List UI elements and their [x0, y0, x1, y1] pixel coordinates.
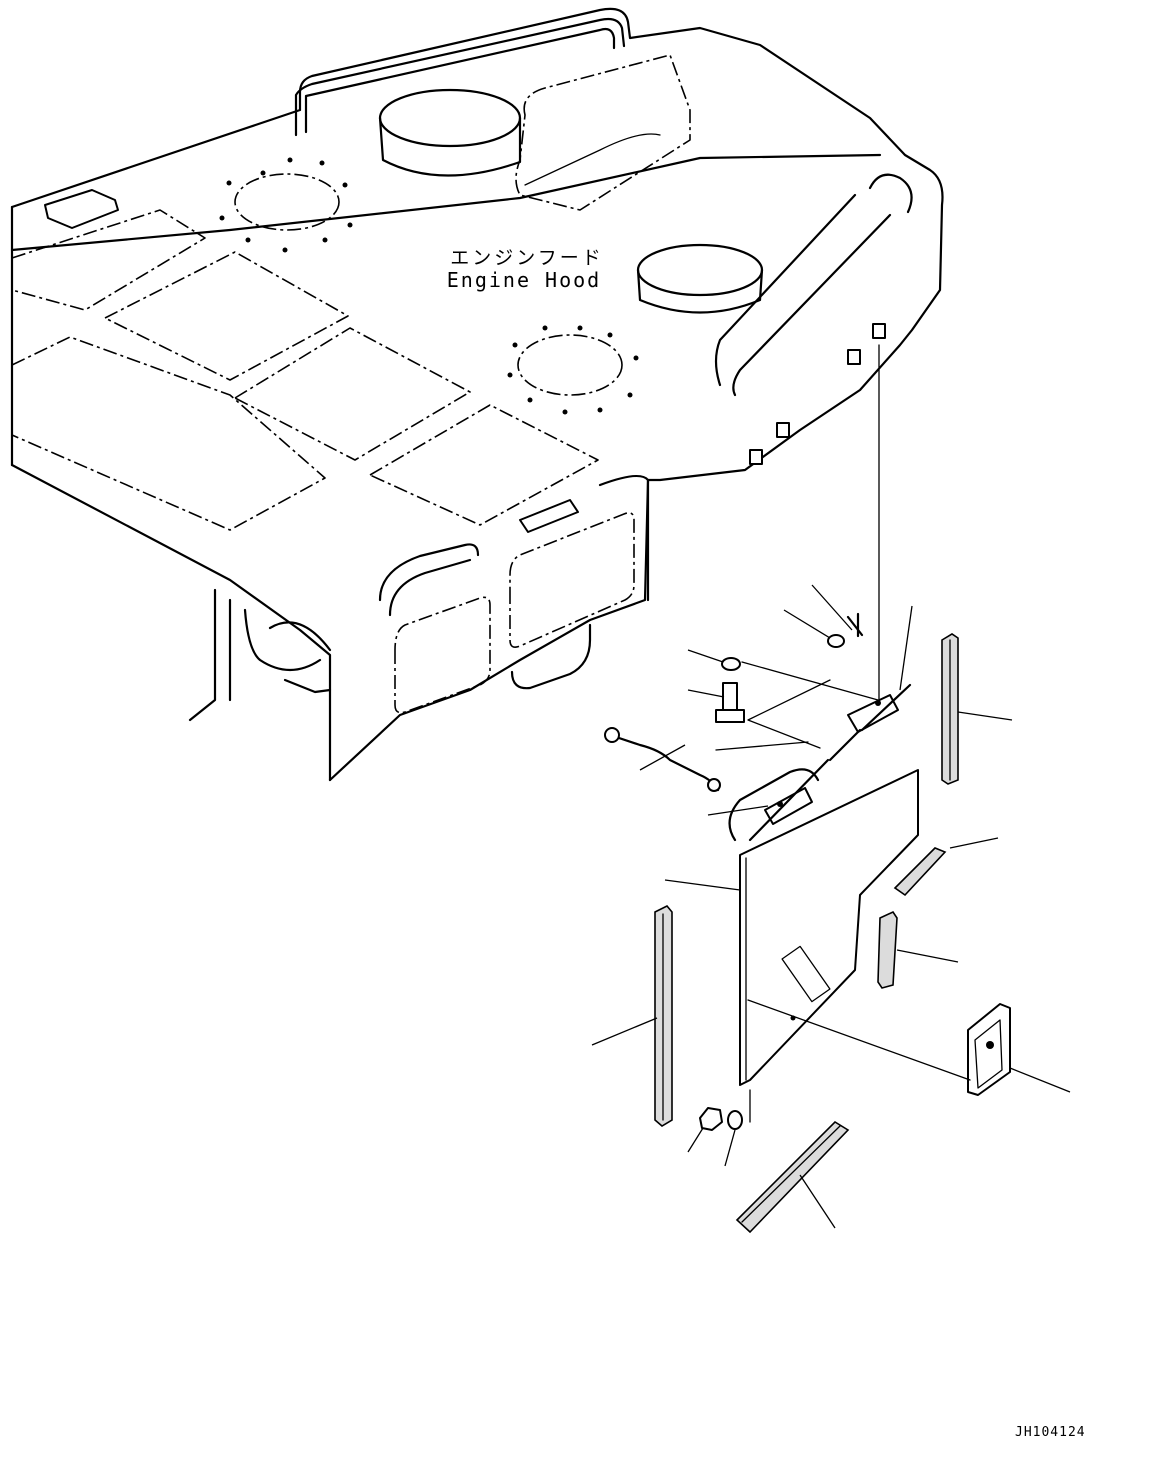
door-latch [967, 1003, 1011, 1096]
drawing-code: JH104124 [1015, 1425, 1086, 1440]
component-label-en: Engine Hood [446, 268, 602, 292]
component-label-jp: エンジンフード [450, 247, 604, 269]
engine-hood-body [10, 7, 944, 782]
stay-rod [604, 727, 721, 792]
fasteners [699, 612, 864, 1131]
hood-bolt-holes [219, 157, 639, 415]
seal-strips [654, 633, 959, 1234]
leader-lines [591, 584, 1071, 1229]
assembly-guide-lines [715, 344, 971, 1123]
hinge-assembly [728, 683, 912, 842]
